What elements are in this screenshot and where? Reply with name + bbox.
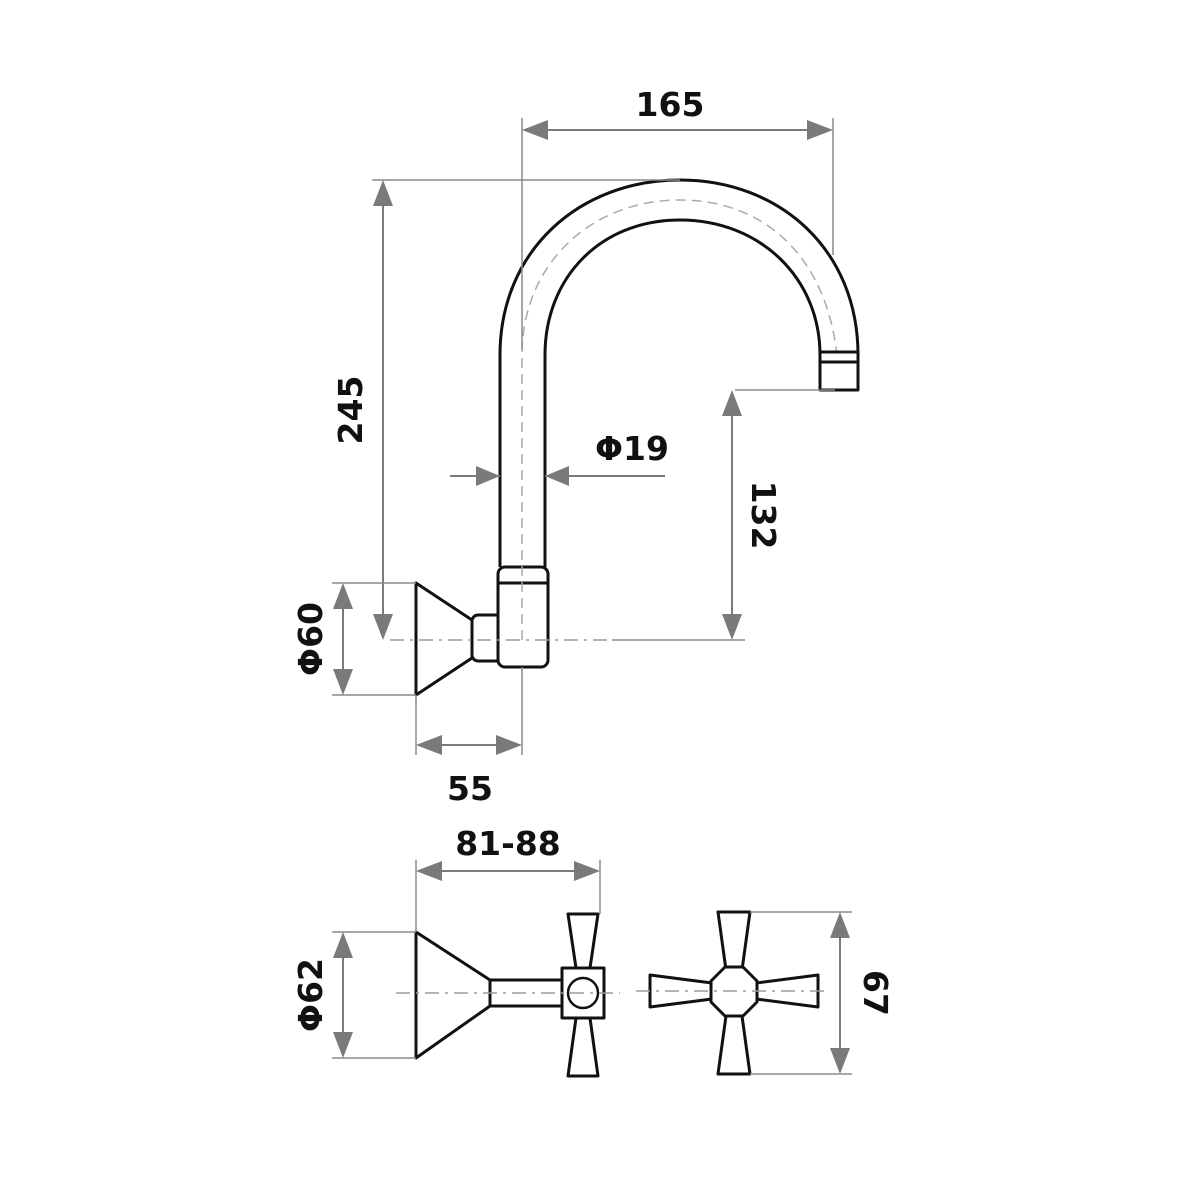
dim-245-label: 245	[331, 376, 370, 445]
dim-19-label: Φ19	[595, 429, 669, 468]
handle-arm-down	[716, 1014, 752, 1076]
spout-pipe-inner	[543, 218, 822, 567]
handle-front-view	[636, 910, 830, 1076]
dim-81-88: 81-88	[415, 824, 601, 932]
swivel-body	[496, 565, 550, 669]
handle-arm-up	[716, 910, 752, 972]
handle-arm-top	[566, 912, 600, 970]
dim-132-label: 132	[744, 481, 783, 550]
dim-60: Φ60	[291, 582, 416, 696]
dim-165: 165	[521, 85, 834, 350]
dim-165-label: 165	[636, 85, 705, 124]
valve-side-view	[396, 912, 620, 1078]
dim-62: Φ62	[291, 931, 416, 1059]
dim-55-label: 55	[447, 769, 493, 808]
dim-132: 132	[612, 389, 835, 641]
dim-245: 245	[331, 179, 680, 640]
dim-55: 55	[415, 667, 523, 808]
spout-pipe-outer	[498, 178, 860, 567]
dim-67: 67	[750, 911, 895, 1075]
dim-60-label: Φ60	[291, 602, 330, 676]
dim-62-label: Φ62	[291, 958, 330, 1032]
dim-19: Φ19	[450, 429, 669, 486]
handle-arm-bottom	[566, 1016, 600, 1078]
dim-67-label: 67	[856, 970, 895, 1016]
spout-outlet	[818, 350, 860, 392]
wall-flange-top	[414, 581, 474, 697]
dim-81-88-label: 81-88	[455, 824, 561, 863]
spout-centerline	[521, 199, 840, 640]
wall-flange-bottom	[414, 930, 492, 1060]
